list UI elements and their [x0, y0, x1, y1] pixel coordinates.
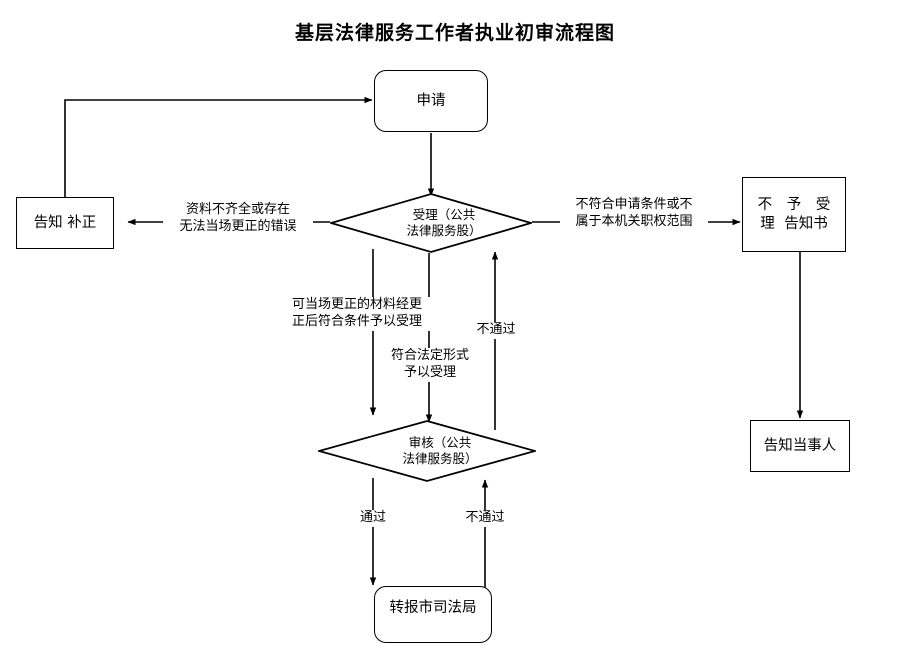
node-no-accept-notice-line2: 告知书 [784, 215, 828, 232]
node-review-label: 审核（公共 法律服务股） [318, 420, 536, 482]
node-accept-line2: 法律服务股） [406, 223, 482, 238]
edge-label-correctable: 可当场更正的材料经更 正后符合条件予以受理 [277, 297, 437, 331]
node-notify-correct[interactable]: 告知 补正 [16, 197, 114, 249]
node-review[interactable]: 审核（公共 法律服务股） [318, 420, 536, 482]
node-notify-correct-line2: 补正 [67, 214, 97, 231]
edge-label-incomplete: 资料不齐全或存在 无法当场更正的错误 [163, 202, 313, 236]
node-forward-bureau-label: 转报市司法局 [389, 600, 477, 616]
edge-label-review-fail: 不通过 [457, 510, 513, 527]
edge-label-accept-fail: 不通过 [468, 322, 524, 339]
edge-notify-correct-to-apply [64, 96, 373, 198]
edge-label-legal-form-line2: 予以受理 [403, 364, 456, 380]
edge-label-review-pass-text: 通过 [359, 510, 386, 525]
node-accept-line1: 受理（公共 [412, 206, 476, 222]
node-review-line1: 审核（公共 [408, 434, 472, 450]
node-accept-label: 受理（公共 法律服务股） [330, 193, 532, 253]
node-apply[interactable]: 申请 [374, 70, 488, 132]
edge-label-not-qualified-line2: 属于本机关职权范围 [575, 213, 693, 229]
edge-label-review-pass: 通过 [345, 510, 401, 527]
node-review-line2: 法律服务股） [402, 451, 478, 466]
node-notify-party[interactable]: 告知当事人 [750, 420, 850, 472]
edge-label-accept-fail-text: 不通过 [476, 322, 516, 337]
node-forward-bureau[interactable]: 转报市司法局 [374, 586, 492, 643]
edge-label-not-qualified: 不符合申请条件或不 属于本机关职权范围 [560, 197, 708, 231]
edge-label-incomplete-line1: 资料不齐全或存在 [185, 202, 290, 217]
node-notify-correct-line1: 告知 [33, 214, 63, 231]
edge-label-correctable-line1: 可当场更正的材料经更 [291, 297, 422, 312]
edge-label-not-qualified-line1: 不符合申请条件或不 [575, 197, 693, 212]
page-title: 基层法律服务工作者执业初审流程图 [294, 22, 615, 44]
edge-label-legal-form-line1: 符合法定形式 [390, 348, 469, 363]
edge-label-legal-form: 符合法定形式 予以受理 [382, 348, 478, 382]
node-no-accept-notice[interactable]: 不 予 受 理 告知书 [742, 177, 846, 252]
node-no-accept-notice-line1: 不 予 受 理 [757, 197, 836, 232]
node-accept[interactable]: 受理（公共 法律服务股） [330, 193, 532, 253]
edge-label-incomplete-line2: 无法当场更正的错误 [179, 218, 297, 234]
edge-label-correctable-line2: 正后符合条件予以受理 [291, 313, 422, 329]
node-notify-party-label: 告知当事人 [763, 437, 837, 454]
edge-label-review-fail-text: 不通过 [465, 510, 505, 525]
node-apply-label: 申请 [416, 92, 446, 109]
